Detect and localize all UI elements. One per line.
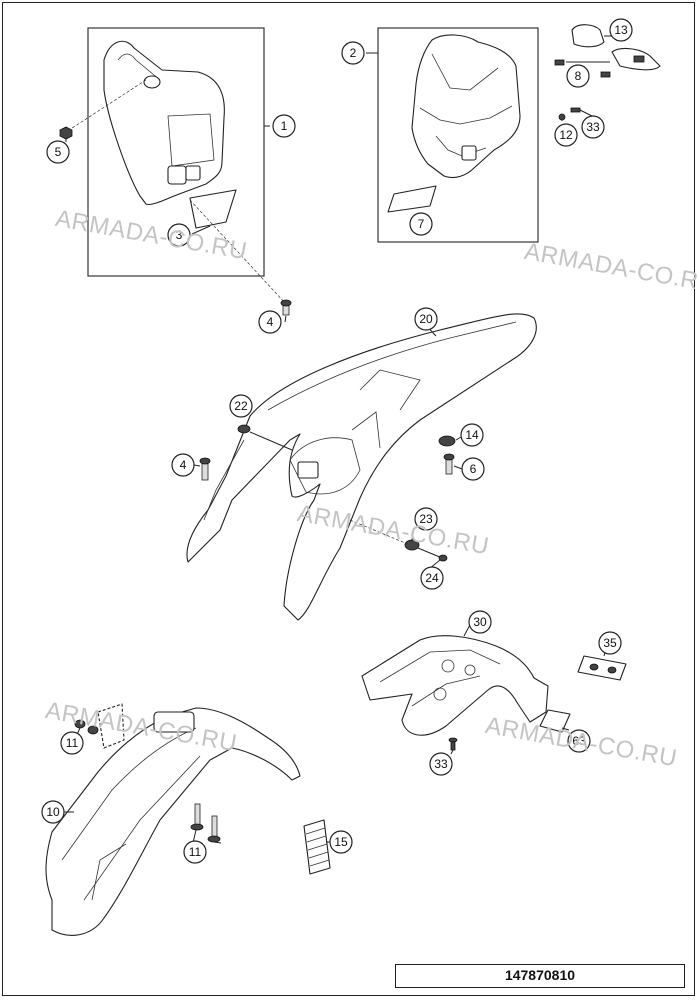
callout-33-bottom-label: 33 <box>434 757 448 771</box>
callout-30: 30 <box>468 610 492 634</box>
mesh-15 <box>303 819 331 875</box>
callout-63-label: 63 <box>572 734 586 748</box>
screw-4-mid <box>199 457 211 481</box>
nut-22 <box>237 424 293 451</box>
callout-10: 10 <box>41 800 65 824</box>
callout-1: 1 <box>272 114 296 138</box>
screw-4-top <box>280 299 292 316</box>
callout-13-label: 13 <box>614 23 628 37</box>
screw-8 <box>554 59 611 78</box>
callout-22: 22 <box>229 394 253 418</box>
callout-11-top-label: 11 <box>66 736 79 750</box>
callout-14: 14 <box>460 423 484 447</box>
callout-8-label: 8 <box>575 69 582 83</box>
callout-2: 2 <box>341 41 365 65</box>
rear-cover-part <box>361 635 549 736</box>
callout-15: 15 <box>329 830 353 854</box>
group-box-number-plate <box>87 27 265 277</box>
callout-11-top: 11 <box>60 731 84 755</box>
group-box-headlight-mask <box>377 27 539 243</box>
callout-5-label: 5 <box>55 145 62 159</box>
callout-4-top: 4 <box>258 310 282 334</box>
callout-4-mid: 4 <box>171 453 195 477</box>
callout-5: 5 <box>46 140 70 164</box>
callout-4-top-label: 4 <box>267 315 274 329</box>
rear-fender-part <box>186 313 537 621</box>
callout-7-label: 7 <box>418 217 425 231</box>
reflector-part <box>387 185 437 213</box>
number-plate-part <box>103 40 225 206</box>
callout-1-label: 1 <box>281 119 288 133</box>
callout-24-label: 24 <box>425 571 439 585</box>
callout-20: 20 <box>414 307 438 331</box>
callout-10-label: 10 <box>46 805 60 819</box>
sticker-part <box>189 189 237 229</box>
callout-3-label: 3 <box>176 228 183 242</box>
screw-11-bottom <box>190 803 221 843</box>
callout-12: 12 <box>554 123 578 147</box>
callout-33-top: 33 <box>581 115 605 139</box>
headlight-mask-part <box>411 34 521 179</box>
callout-6: 6 <box>461 457 485 481</box>
callout-30-label: 30 <box>473 615 487 629</box>
screw-6 <box>443 453 455 475</box>
callout-33-top-label: 33 <box>586 120 600 134</box>
callout-23: 23 <box>414 507 438 531</box>
callout-13: 13 <box>609 18 633 42</box>
callout-23-label: 23 <box>419 512 433 526</box>
callout-63: 63 <box>567 729 591 753</box>
nut-11-top <box>74 703 125 749</box>
callout-8: 8 <box>566 64 590 88</box>
callout-35-label: 35 <box>603 636 617 650</box>
callout-4-mid-label: 4 <box>180 458 187 472</box>
callout-22-label: 22 <box>234 399 248 413</box>
callout-33-bottom: 33 <box>429 752 453 776</box>
callout-24: 24 <box>420 566 444 590</box>
callout-11-bottom: 11 <box>183 840 207 864</box>
callout-15-label: 15 <box>334 835 348 849</box>
screw-33-top <box>570 107 581 113</box>
grommet-14 <box>438 435 456 447</box>
callout-11-bottom-label: 11 <box>189 845 202 859</box>
callout-7: 7 <box>409 212 433 236</box>
washer-12 <box>558 113 566 121</box>
callout-20-label: 20 <box>419 312 433 326</box>
callout-6-label: 6 <box>470 462 477 476</box>
pad-63 <box>539 709 571 733</box>
front-fender-part <box>45 707 301 936</box>
callout-35: 35 <box>598 631 622 655</box>
screw-33-bottom <box>448 737 458 751</box>
callout-2-label: 2 <box>350 46 357 60</box>
screw-24 <box>417 547 448 562</box>
callout-12-label: 12 <box>559 128 573 142</box>
nut-5 <box>59 126 73 140</box>
callout-14-label: 14 <box>465 428 479 442</box>
diagram-number: 147870810 <box>395 964 685 988</box>
callout-3: 3 <box>167 223 191 247</box>
strap-clip-13 <box>571 24 661 71</box>
reflector-35 <box>577 655 627 681</box>
